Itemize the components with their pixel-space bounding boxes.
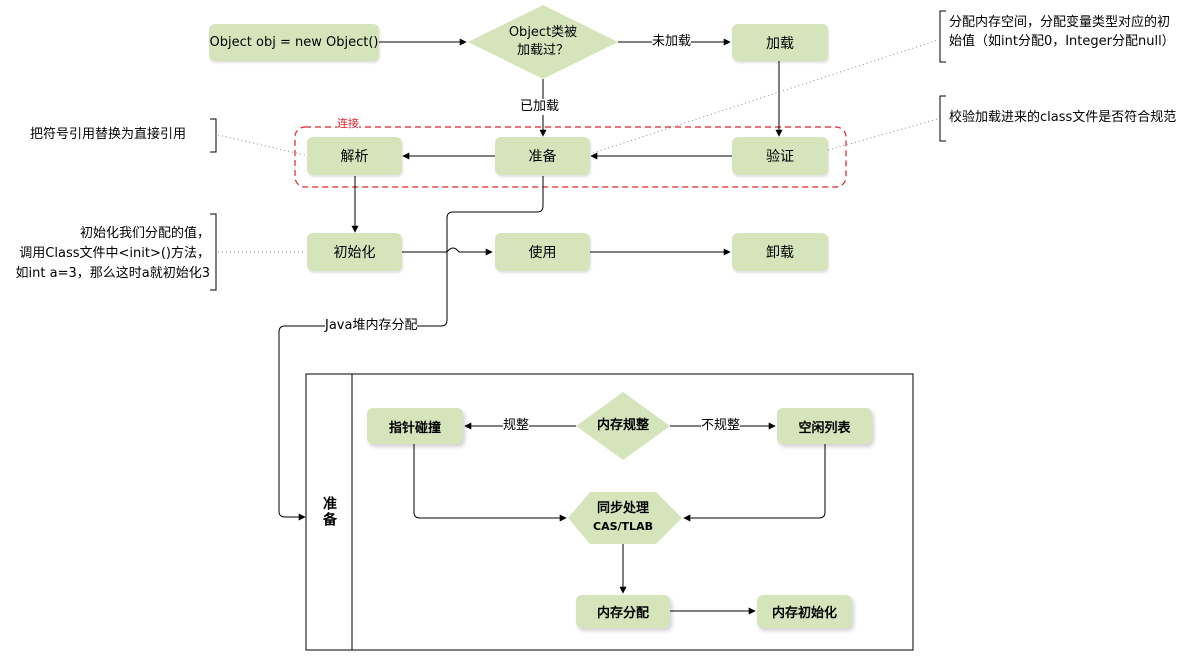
free-list-node: 空闲列表 xyxy=(777,408,872,444)
mem-alloc-node: 内存分配 xyxy=(576,595,670,628)
class-loaded-diamond xyxy=(468,5,618,79)
edge-label-not-loaded: 未加载 xyxy=(652,34,692,50)
prepare-panel-title: 准备 xyxy=(321,496,337,528)
prepare-node: 准备 xyxy=(495,137,590,175)
verify-note: 校验加载进来的class文件是否符合规范 xyxy=(949,110,1177,125)
sync-label-line2: CAS/TLAB xyxy=(593,520,653,533)
arrow-pointer-to-sync xyxy=(413,444,567,522)
arrow-freelist-to-sync xyxy=(683,444,826,522)
init-note-line2: 调用Class文件中<init>()方法， xyxy=(19,246,210,261)
init-note: 初始化我们分配的值， 调用Class文件中<init>()方法， 如int a=… xyxy=(4,224,210,284)
resolve-node: 解析 xyxy=(307,137,402,175)
resolve-note: 把符号引用替换为直接引用 xyxy=(30,127,187,142)
load-note: 分配内存空间，分配变量类型对应的初 始值（如int分配0，Integer分配nu… xyxy=(949,13,1175,51)
load-note-line1: 分配内存空间，分配变量类型对应的初 xyxy=(949,15,1171,30)
bracket-load-note xyxy=(939,10,946,63)
class-loaded-question-line1: Object类被 xyxy=(508,25,578,40)
init-note-line1: 初始化我们分配的值， xyxy=(79,226,210,241)
edge-label-java-heap: Java堆内存分配 xyxy=(325,318,418,334)
initialize-node: 初始化 xyxy=(307,233,402,271)
class-loaded-question-line2: 加载过？ xyxy=(516,43,569,58)
memory-regular-label: 内存规整 xyxy=(596,418,649,433)
pointer-bump-node: 指针碰撞 xyxy=(367,408,463,444)
use-node: 使用 xyxy=(495,233,590,271)
memory-regular-diamond xyxy=(576,392,670,460)
connector-prepare-to-panel xyxy=(278,176,544,521)
bracket-verify-note xyxy=(939,95,946,142)
group-label-link: 连接 xyxy=(337,117,359,131)
edge-label-regular: 规整 xyxy=(503,418,530,434)
load-node: 加载 xyxy=(732,24,828,61)
verify-node: 验证 xyxy=(732,137,828,175)
dotted-load-note xyxy=(592,39,939,154)
mem-init-node: 内存初始化 xyxy=(757,595,852,628)
init-note-line3: 如int a=3，那么这时a就初始化3 xyxy=(15,266,210,281)
class-loaded-question: Object类被加载过？ xyxy=(496,22,590,62)
bracket-resolve-note xyxy=(210,118,217,153)
dotted-resolve-note xyxy=(217,134,306,156)
sync-label-line1: 同步处理 xyxy=(596,501,649,516)
edge-label-irregular: 不规整 xyxy=(701,418,741,434)
link-group-border xyxy=(294,126,847,188)
bracket-init-note xyxy=(210,213,217,291)
load-note-line2: 始值（如int分配0，Integer分配null） xyxy=(949,34,1175,49)
edge-label-loaded: 已加载 xyxy=(520,99,560,115)
sync-label: 同步处理 CAS/TLAB xyxy=(583,500,663,536)
sync-hexagon xyxy=(568,492,682,544)
new-object-node: Object obj = new Object() xyxy=(209,24,379,61)
unload-node: 卸载 xyxy=(732,233,828,271)
dotted-verify-note xyxy=(827,118,939,151)
